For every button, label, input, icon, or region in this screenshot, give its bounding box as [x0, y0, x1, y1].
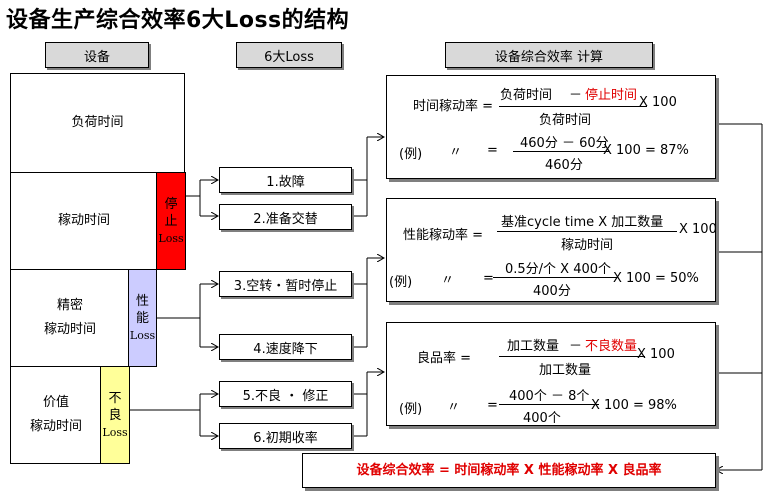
quality-ex-den: 400个: [523, 411, 561, 426]
loss-item-idle-stoppage: 3.空转・暂时停止: [219, 271, 352, 297]
performance-ex-eq: =: [483, 271, 494, 286]
quality-times: X 100: [637, 347, 675, 362]
loss-item-startup-yield: 6.初期收率: [219, 423, 352, 449]
quality-ex-ditto: 〃: [447, 400, 461, 415]
performance-ex-den: 400分: [533, 284, 571, 299]
header-equipment: 设备: [45, 42, 149, 68]
loss-item-defect-rework: 5.不良 ・ 修正: [219, 381, 352, 407]
performance-num-text: 基准cycle time X 加工数量: [501, 215, 664, 230]
quality-den: 加工数量: [539, 363, 592, 378]
performance-ex-label: (例): [389, 275, 413, 290]
quality-ex-result: X 100 = 98%: [591, 398, 677, 413]
performance-den: 稼动时间: [561, 238, 614, 253]
quality-fraction-bar: [499, 356, 645, 357]
availability-ex-ditto: 〃: [449, 145, 463, 160]
loss-item-setup: 2.准备交替: [219, 204, 352, 230]
performance-fraction-bar: [497, 231, 677, 232]
operating-time-block: 稼动时间: [10, 172, 185, 270]
net-operating-label-1: 精密: [56, 298, 83, 313]
availability-ex-eq: =: [487, 143, 498, 158]
quality-ex-fraction-bar: [499, 404, 599, 405]
stop-loss-en: Loss: [158, 231, 184, 245]
availability-fraction-bar: [499, 106, 647, 107]
performance-ex-result: X 100 = 50%: [613, 271, 699, 286]
availability-minus: －: [569, 88, 583, 103]
net-operating-label-2: 稼动时间: [43, 322, 96, 337]
performance-loss-char-2: 能: [135, 310, 149, 326]
performance-num: 基准cycle time X 加工数量: [501, 211, 663, 230]
performance-ex-ditto: 〃: [441, 273, 455, 288]
availability-label: 时间稼动率 =: [413, 99, 494, 114]
load-time-label: 负荷时间: [71, 115, 124, 130]
performance-calc-box: 性能稼动率 = 基准cycle time X 加工数量 稼动时间 X 100 (…: [386, 198, 717, 302]
availability-num-b: 停止时间: [585, 88, 638, 103]
defect-loss-tag: 不 良 Loss: [100, 366, 130, 464]
availability-ex-label: (例): [399, 147, 423, 162]
availability-num-a: 负荷时间: [500, 88, 553, 103]
stop-loss-char-1: 停: [164, 196, 178, 212]
stop-loss-tag: 停 止 Loss: [156, 172, 186, 270]
value-operating-label-2: 稼动时间: [29, 419, 82, 434]
quality-num-b: 不良数量: [585, 339, 638, 354]
defect-loss-char-2: 良: [108, 407, 122, 423]
stop-loss-char-2: 止: [164, 213, 178, 229]
quality-label: 良品率 =: [417, 351, 472, 366]
performance-loss-tag: 性 能 Loss: [128, 269, 157, 367]
availability-ex-result: X 100 = 87%: [603, 143, 689, 158]
availability-den: 负荷时间: [539, 113, 592, 128]
performance-loss-char-1: 性: [135, 293, 149, 309]
loss-item-speed-reduction: 4.速度降下: [219, 334, 352, 360]
loss-item-breakdown: 1.故障: [219, 167, 352, 193]
page-title: 设备生产综合效率6大Loss的结构: [6, 8, 350, 33]
oee-formula-text: 设备综合效率 = 时间稼动率 X 性能稼动率 X 良品率: [356, 462, 662, 478]
performance-times: X 100: [679, 222, 717, 237]
performance-ex-num: 0.5分/个 X 400个: [505, 262, 612, 277]
load-time-block: 负荷时间: [10, 73, 185, 173]
availability-ex-num: 460分 － 60分: [520, 136, 609, 151]
defect-loss-char-1: 不: [108, 390, 122, 406]
quality-num-a: 加工数量: [507, 339, 560, 354]
availability-ex-den: 460分: [545, 158, 583, 173]
performance-ex-fraction-bar: [493, 277, 617, 278]
availability-ex-fraction-bar: [513, 151, 609, 152]
quality-minus: －: [569, 339, 583, 354]
quality-ex-label: (例): [399, 402, 423, 417]
header-oee-calc: 设备综合效率 计算: [445, 42, 653, 68]
quality-ex-num: 400个 － 8个: [509, 389, 590, 404]
header-six-loss: 6大Loss: [236, 42, 342, 68]
availability-times: X 100: [639, 95, 677, 110]
quality-ex-eq: =: [487, 398, 498, 413]
quality-calc-box: 良品率 = 加工数量 － 不良数量 加工数量 X 100 (例) 〃 = 400…: [386, 322, 716, 426]
defect-loss-en: Loss: [102, 425, 128, 439]
oee-formula-box: 设备综合效率 = 时间稼动率 X 性能稼动率 X 良品率: [302, 453, 716, 488]
operating-time-label: 稼动时间: [57, 213, 110, 228]
performance-label: 性能稼动率 =: [403, 228, 484, 243]
performance-loss-en: Loss: [129, 328, 156, 342]
value-operating-label-1: 价值: [42, 395, 69, 410]
availability-calc-box: 时间稼动率 = 负荷时间 － 停止时间 负荷时间 X 100 (例) 〃 = 4…: [386, 75, 716, 179]
